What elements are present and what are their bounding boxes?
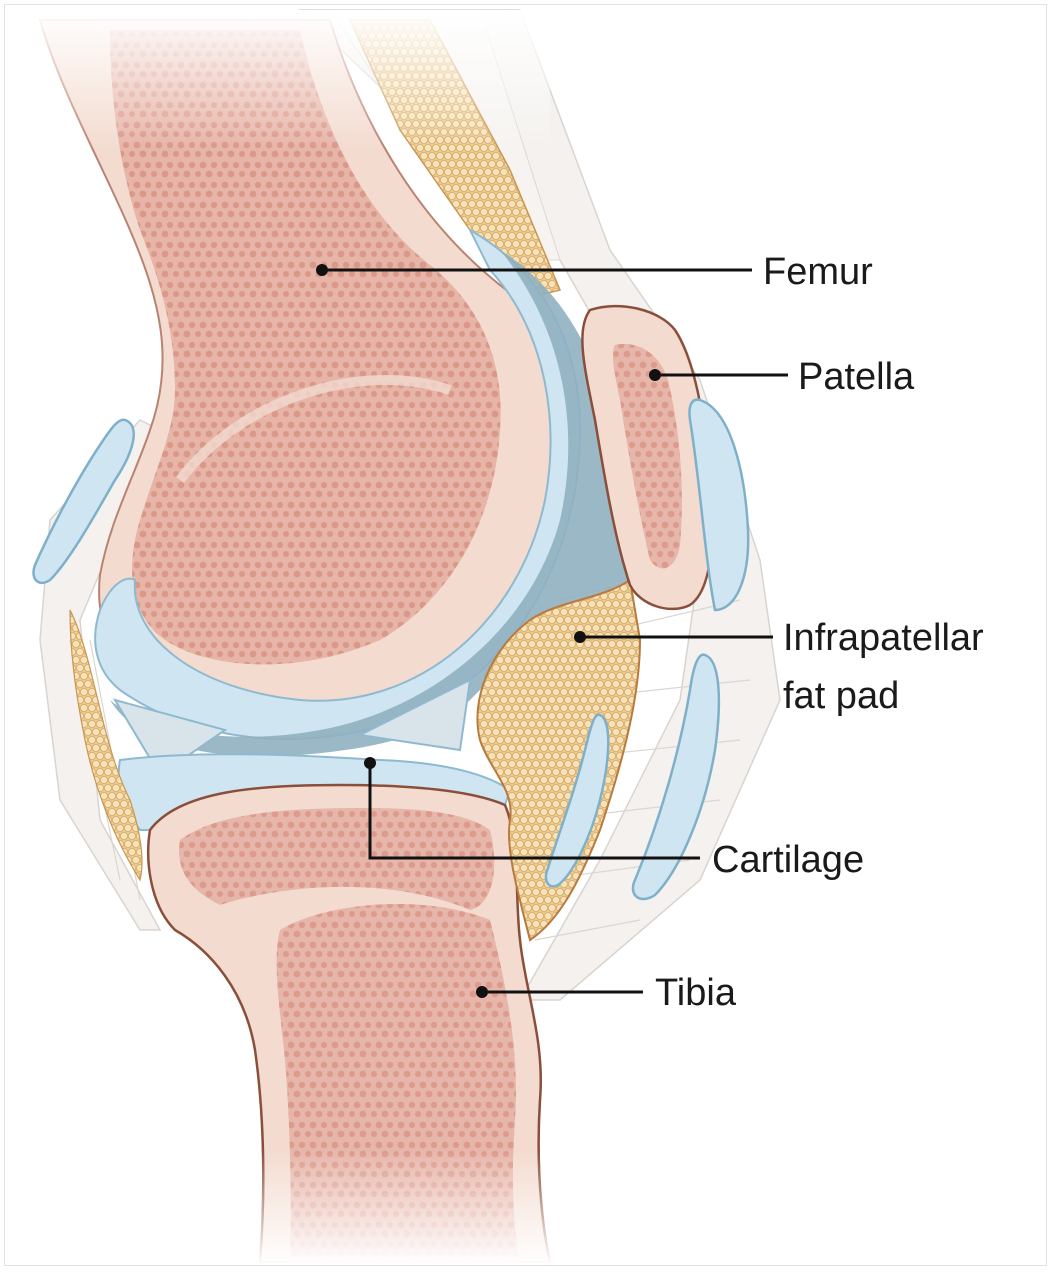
label-femur: Femur [763, 251, 873, 293]
label-patella: Patella [798, 356, 915, 398]
patella-dot [649, 369, 661, 381]
label-fat-pad-line2: fat pad [783, 675, 899, 717]
label-cartilage: Cartilage [712, 839, 864, 881]
femur-dot [316, 264, 328, 276]
fat-pad-dot [574, 631, 586, 643]
label-fat-pad-line1: Infrapatellar [783, 617, 984, 659]
cartilage-dot [364, 757, 376, 769]
tibia-dot [476, 986, 488, 998]
label-tibia: Tibia [655, 972, 737, 1014]
